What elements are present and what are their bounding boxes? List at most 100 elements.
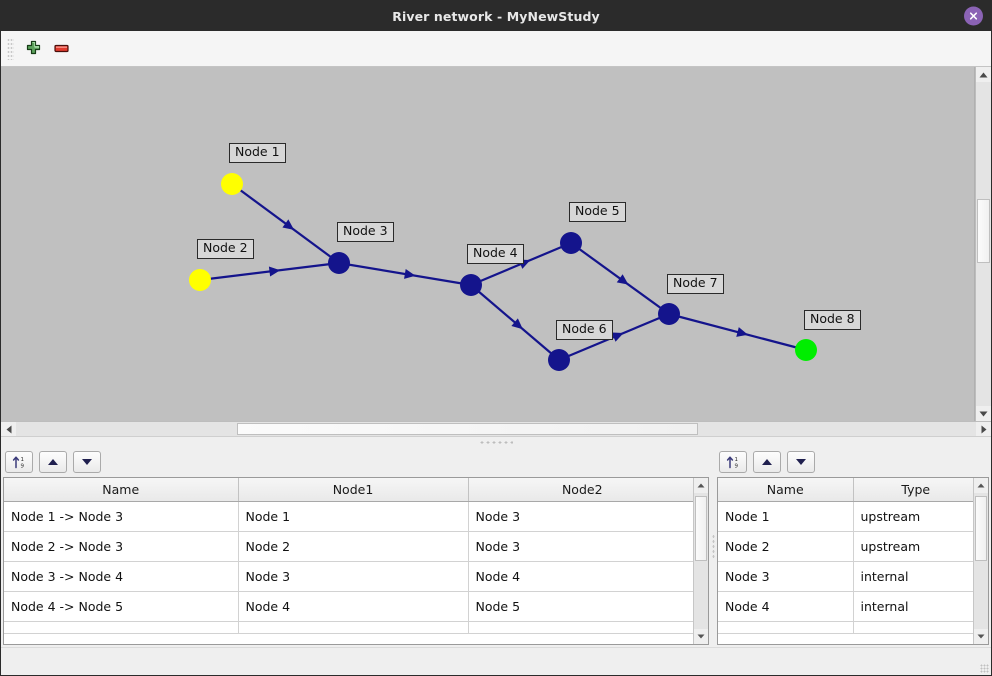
reaches-vertical-scrollbar[interactable]	[693, 478, 708, 644]
table-cell[interactable]: Node 4 -> Node 5	[4, 591, 239, 622]
graph-vscroll-thumb[interactable]	[977, 198, 990, 264]
graph-vertical-scrollbar[interactable]	[975, 67, 991, 421]
graph-label-node-5[interactable]: Node 5	[569, 202, 626, 222]
nodes-move-up-arrow-up-icon[interactable]	[753, 451, 781, 473]
graph-label-node-4[interactable]: Node 4	[467, 244, 524, 264]
graph-node-node-8[interactable]	[795, 339, 817, 361]
nodes-vscroll-track[interactable]	[974, 493, 988, 629]
table-cell[interactable]	[718, 621, 854, 634]
scroll-left-icon[interactable]	[1, 422, 16, 436]
add-plus-icon[interactable]	[19, 35, 47, 63]
graph-label-node-3[interactable]: Node 3	[337, 222, 394, 242]
graph-edge[interactable]	[668, 312, 807, 352]
graph-node-node-4[interactable]	[460, 274, 482, 296]
table-cell[interactable]: Node 4	[238, 591, 469, 622]
graph-horizontal-scrollbar[interactable]	[1, 421, 991, 436]
scroll-up-icon[interactable]	[976, 67, 991, 82]
table-cell[interactable]: Node 4	[718, 591, 854, 622]
table-row[interactable]	[718, 621, 973, 634]
graph-node-node-2[interactable]	[189, 269, 211, 291]
nodes-vscroll-thumb[interactable]	[975, 495, 987, 561]
nodes-vertical-scrollbar[interactable]	[973, 478, 988, 644]
table-cell[interactable]: Node 4	[468, 561, 693, 592]
reaches-scroll-down-icon[interactable]	[694, 629, 708, 644]
close-icon[interactable]	[964, 6, 983, 26]
graph-label-node-7[interactable]: Node 7	[667, 274, 724, 294]
table-cell[interactable]: internal	[853, 591, 973, 622]
table-cell[interactable]: Node 3 -> Node 4	[4, 561, 239, 592]
remove-minus-icon[interactable]	[47, 35, 75, 63]
table-cell[interactable]: Node 1	[238, 501, 469, 532]
table-cell[interactable]	[468, 621, 693, 634]
column-header-node1[interactable]: Node1	[238, 478, 469, 502]
graph-vscroll-track[interactable]	[976, 82, 991, 406]
vertical-splitter[interactable]	[711, 447, 715, 647]
graph-node-node-5[interactable]	[560, 232, 582, 254]
reaches-scroll-up-icon[interactable]	[694, 478, 708, 493]
graph-label-node-6[interactable]: Node 6	[556, 320, 613, 340]
table-cell[interactable]: Node 3	[718, 561, 854, 592]
network-diagram[interactable]: Node 1 Node 2 Node 3 Node 4 Node 5 Node 6 Node…	[1, 67, 975, 421]
graph-hscroll-track[interactable]	[16, 422, 976, 436]
table-cell[interactable]: internal	[853, 561, 973, 592]
horizontal-splitter[interactable]	[1, 436, 991, 447]
table-cell[interactable]: Node 2	[718, 531, 854, 562]
reaches-vscroll-thumb[interactable]	[695, 495, 707, 561]
scroll-right-icon[interactable]	[976, 422, 991, 436]
graph-label-node-8[interactable]: Node 8	[804, 310, 861, 330]
nodes-scroll-up-icon[interactable]	[974, 478, 988, 493]
table-cell[interactable]: Node 5	[468, 591, 693, 622]
table-cell[interactable]: Node 3	[468, 531, 693, 562]
graph-label-node-2[interactable]: Node 2	[197, 239, 254, 259]
graph-node-node-7[interactable]	[658, 303, 680, 325]
nodes-sort-ascending-icon[interactable]: 1 9	[719, 451, 747, 473]
table-cell[interactable]: Node 1 -> Node 3	[4, 501, 239, 532]
table-cell[interactable]: Node 3	[468, 501, 693, 532]
column-header-type[interactable]: Type	[853, 478, 973, 502]
toolbar-grip[interactable]	[7, 37, 14, 60]
table-cell[interactable]: Node 2 -> Node 3	[4, 531, 239, 562]
graph-node-node-3[interactable]	[328, 252, 350, 274]
column-header-node2[interactable]: Node2	[468, 478, 693, 502]
reaches-vscroll-track[interactable]	[694, 493, 708, 629]
table-cell[interactable]: Node 1	[718, 501, 854, 532]
graph-node-node-1[interactable]	[221, 173, 243, 195]
title-bar: River network - MyNewStudy	[1, 1, 991, 31]
window-resize-grip[interactable]	[980, 664, 989, 673]
table-cell[interactable]	[4, 621, 239, 634]
table-cell[interactable]: upstream	[853, 531, 973, 562]
table-cell[interactable]: upstream	[853, 501, 973, 532]
scroll-down-icon[interactable]	[976, 406, 991, 421]
table-cell[interactable]: Node 2	[238, 531, 469, 562]
svg-text:1: 1	[21, 457, 25, 463]
reaches-sort-ascending-icon[interactable]: 1 9	[5, 451, 33, 473]
graph-edge[interactable]	[199, 261, 340, 282]
reaches-move-down-arrow-down-icon[interactable]	[73, 451, 101, 473]
graph-label-node-1[interactable]: Node 1	[229, 143, 286, 163]
nodes-move-down-arrow-down-icon[interactable]	[787, 451, 815, 473]
column-header-name[interactable]: Name	[4, 478, 239, 502]
graph-node-node-6[interactable]	[548, 349, 570, 371]
table-cell[interactable]	[853, 621, 973, 634]
table-row[interactable]	[4, 621, 693, 634]
graph-area: Node 1 Node 2 Node 3 Node 4 Node 5 Node 6 Node…	[1, 67, 991, 421]
reaches-move-up-arrow-up-icon[interactable]	[39, 451, 67, 473]
graph-edge-arrow-icon	[611, 332, 624, 342]
column-header-name[interactable]: Name	[718, 478, 854, 502]
table-cell[interactable]	[238, 621, 469, 634]
nodes-scroll-down-icon[interactable]	[974, 629, 988, 644]
table-cell[interactable]: Node 3	[238, 561, 469, 592]
graph-hscroll-thumb[interactable]	[236, 423, 698, 435]
